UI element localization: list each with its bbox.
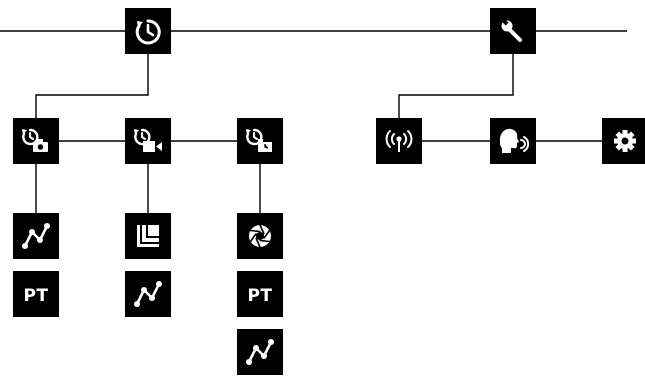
timelapse-path-node[interactable] (237, 329, 283, 375)
timer-camera-node[interactable] (13, 118, 59, 164)
video-path-node[interactable] (125, 271, 171, 317)
path-icon (134, 281, 162, 307)
timer-timelapse-node[interactable] (237, 118, 283, 164)
frames-icon (137, 225, 159, 247)
gear-node[interactable] (602, 118, 645, 164)
timer-camera-icon (22, 128, 48, 152)
voice-node[interactable] (490, 118, 536, 164)
timelapse-pan-tilt-node[interactable]: PT (237, 271, 283, 317)
wireless-icon (385, 130, 413, 152)
timer-timelapse-icon (246, 128, 272, 152)
timer-icon (135, 19, 161, 45)
aperture-icon (249, 224, 271, 248)
timer-video-icon (134, 128, 162, 152)
camera-pan-tilt-node-box (13, 271, 59, 317)
wrench-icon (501, 18, 522, 42)
timer-node[interactable] (125, 8, 171, 54)
pan-tilt-label: PT (247, 286, 272, 306)
path-icon (246, 339, 274, 365)
gear-icon (614, 130, 636, 152)
camera-path-node[interactable] (13, 213, 59, 259)
video-frames-node[interactable] (125, 213, 171, 259)
settings-branch-connector (398, 48, 514, 125)
wireless-node[interactable] (376, 118, 422, 164)
path-icon (22, 223, 50, 249)
voice-icon (499, 128, 530, 153)
camera-pan-tilt-node[interactable]: PT (13, 271, 59, 317)
pan-tilt-icon: PT (247, 286, 272, 306)
timer-video-node[interactable] (125, 118, 171, 164)
timer-branch-connector (35, 48, 149, 125)
timelapse-pan-tilt-node-box (237, 271, 283, 317)
timelapse-aperture-node[interactable] (237, 213, 283, 259)
pan-tilt-icon: PT (23, 286, 48, 306)
settings-node[interactable] (490, 8, 536, 54)
pan-tilt-label: PT (23, 286, 48, 306)
